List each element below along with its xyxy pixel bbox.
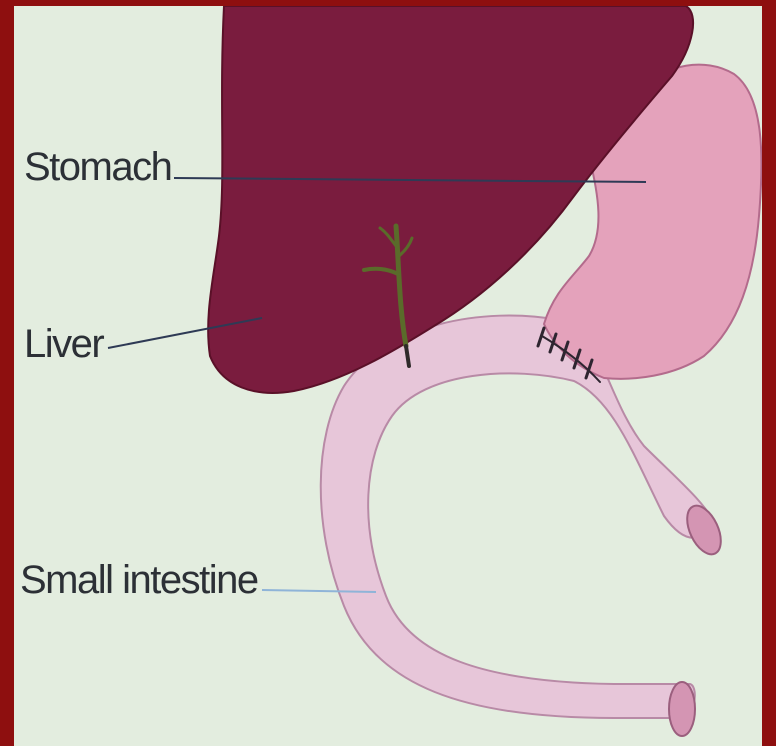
liver-label: Liver bbox=[24, 324, 103, 364]
intestine-opening-lower bbox=[669, 682, 695, 736]
small-intestine-label: Small intestine bbox=[20, 560, 258, 600]
diagram-panel: Stomach Liver Small intestine bbox=[14, 6, 762, 746]
small-intestine-shape bbox=[321, 316, 728, 736]
stomach-label: Stomach bbox=[24, 147, 171, 187]
anatomy-illustration bbox=[14, 6, 762, 746]
